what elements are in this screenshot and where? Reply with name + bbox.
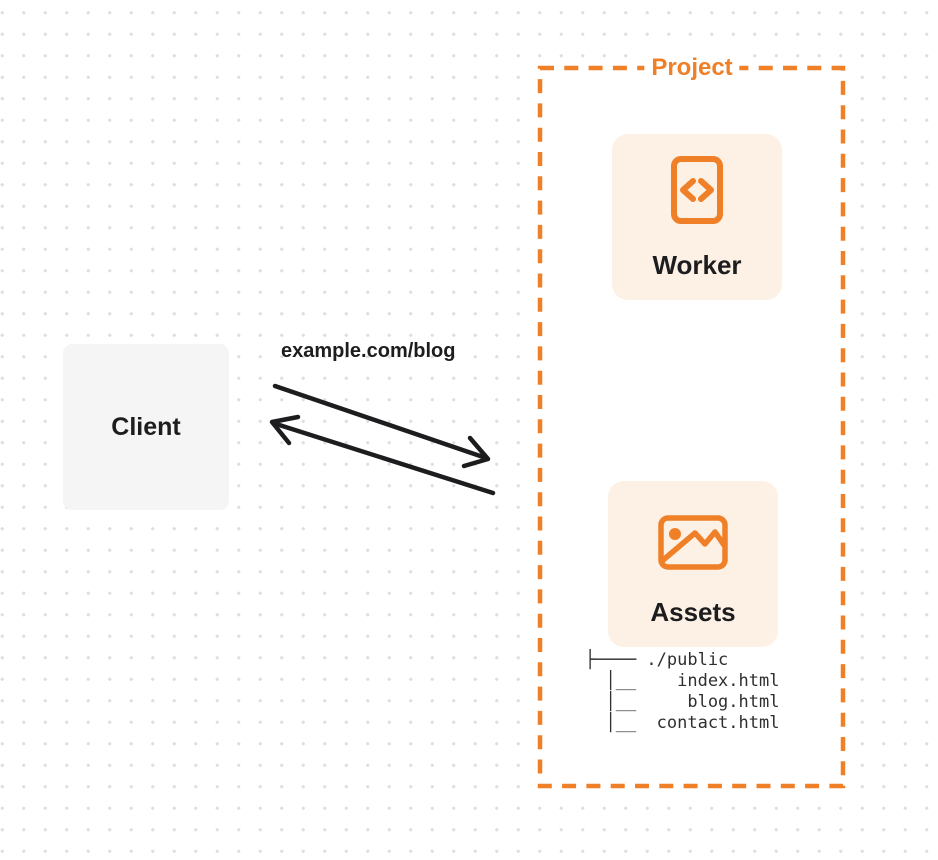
- request-url-label: example.com/blog: [281, 340, 456, 362]
- file-tree-line: │__ contact.html: [585, 713, 780, 733]
- project-label: Project: [644, 53, 740, 83]
- image-frame: [658, 515, 728, 570]
- request-arrow-head: [461, 435, 491, 469]
- code-icon: [671, 156, 723, 224]
- client-label: Client: [111, 412, 181, 441]
- response-arrow-line: [270, 420, 496, 496]
- file-tree-line: ├──── ./public: [585, 650, 729, 670]
- chevron-right-icon: [698, 178, 714, 202]
- worker-node: Worker: [612, 134, 782, 300]
- request-response-arrows: [269, 383, 496, 496]
- chevron-left-icon: [680, 178, 696, 202]
- response-arrow-head: [269, 414, 301, 446]
- image-sun-dot: [669, 528, 681, 540]
- image-mountains: [659, 529, 727, 564]
- client-node: Client: [63, 344, 229, 510]
- assets-node: Assets: [608, 481, 778, 647]
- worker-label: Worker: [652, 250, 742, 280]
- file-tree-line: │__ index.html: [585, 671, 780, 691]
- request-arrow-line: [272, 383, 489, 461]
- assets-label: Assets: [650, 597, 736, 627]
- file-tree-line: │__ blog.html: [585, 692, 780, 712]
- code-file-outline: [671, 156, 723, 224]
- image-icon: [658, 515, 728, 570]
- file-tree: ├──── ./public │__ index.html │__ blog.h…: [585, 650, 779, 734]
